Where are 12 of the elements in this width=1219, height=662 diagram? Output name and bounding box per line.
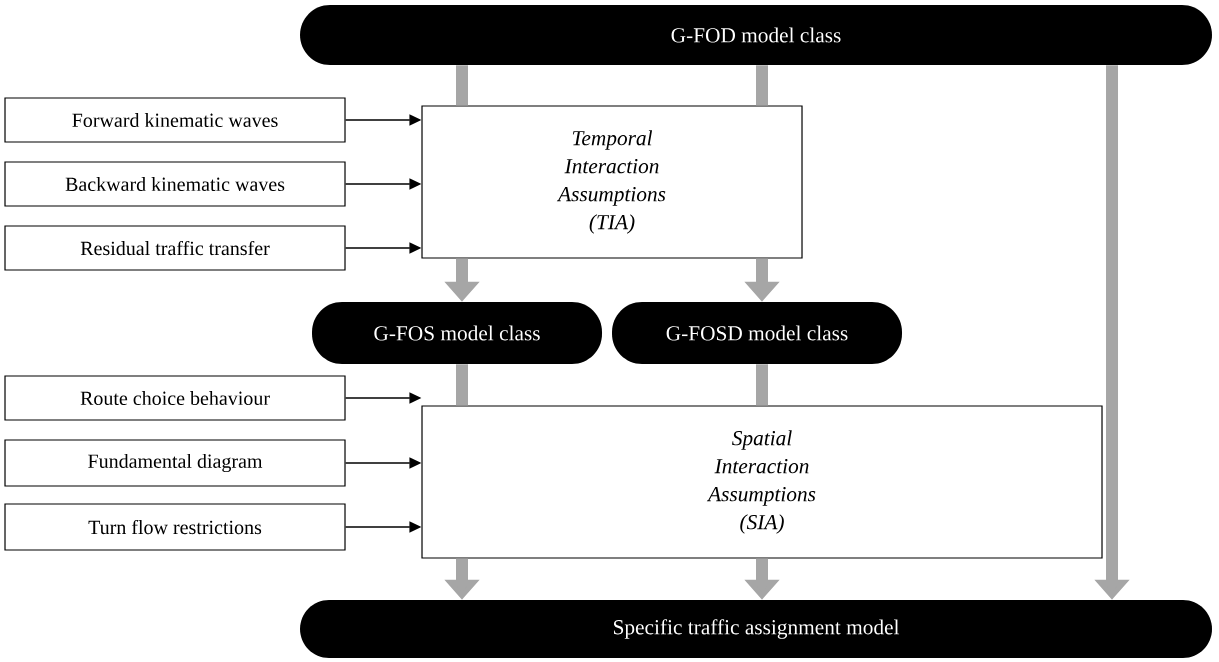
- assumption-box: Temporal Interaction Assumptions (TIA): [421, 105, 803, 259]
- model-class-pill: G-FOD model class: [300, 5, 1212, 65]
- input-box: Route choice behaviour: [4, 375, 346, 421]
- input-box: Turn flow restrictions: [4, 503, 346, 551]
- model-class-pill: Specific traffic assignment model: [300, 600, 1212, 658]
- input-box: Forward kinematic waves: [4, 97, 346, 143]
- input-box: Residual traffic transfer: [4, 225, 346, 271]
- model-class-pill: G-FOSD model class: [612, 302, 902, 364]
- input-box: Backward kinematic waves: [4, 161, 346, 207]
- input-box: Fundamental diagram: [4, 439, 346, 487]
- model-class-pill: G-FOS model class: [312, 302, 602, 364]
- assumption-box: Spatial Interaction Assumptions (SIA): [421, 405, 1103, 559]
